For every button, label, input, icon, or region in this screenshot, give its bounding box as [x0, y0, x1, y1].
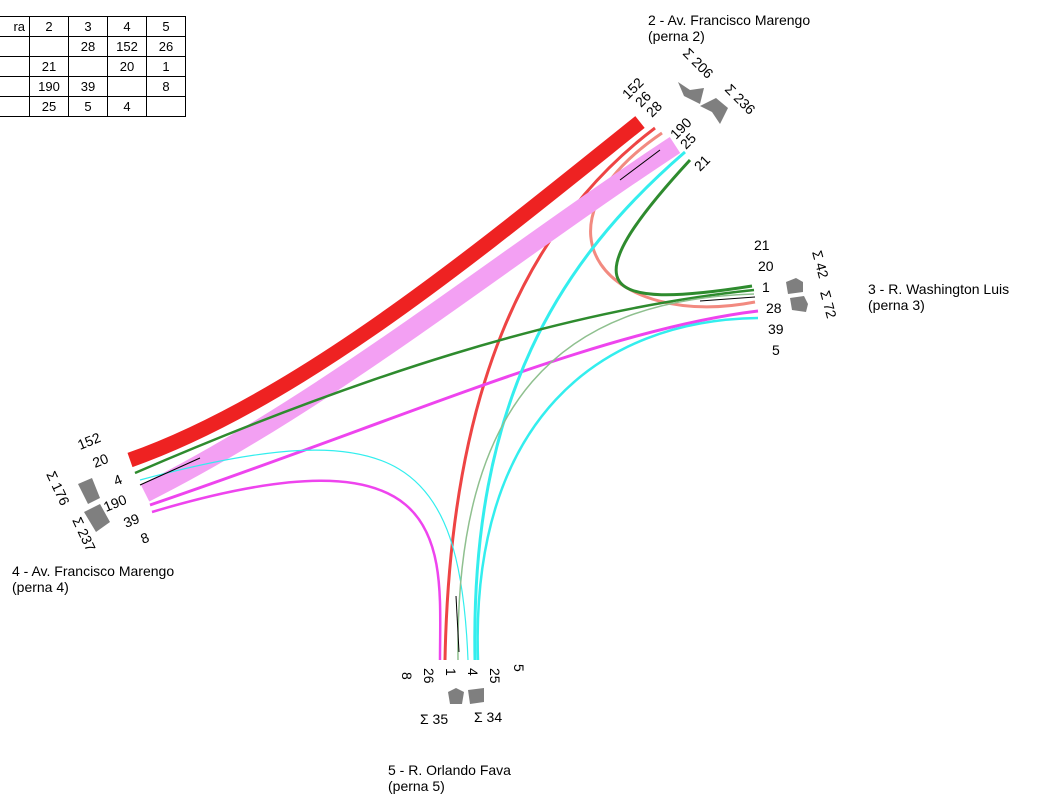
- leg3-name: 3 - R. Washington Luis (perna 3): [868, 281, 1009, 313]
- leg5-name: 5 - R. Orlando Fava (perna 5): [388, 762, 511, 794]
- flow-2-to-4: [127, 116, 645, 468]
- leg3-flow: 5: [772, 342, 780, 358]
- arrow-out-2: [700, 98, 728, 124]
- leg5-flow: 25: [487, 668, 503, 684]
- leg4-name: 4 - Av. Francisco Marengo (perna 4): [12, 563, 174, 595]
- leg5-sum-in: Σ 34: [474, 709, 502, 725]
- leg3-flow: 21: [754, 237, 770, 253]
- leg2-name: 2 - Av. Francisco Marengo (perna 2): [648, 12, 810, 44]
- od-matrix: ra 2 3 4 5 28 152 26 21 20 1 190 39 8: [0, 16, 186, 117]
- leg3-flow: 20: [758, 258, 774, 274]
- matrix-row: 25 5 4: [0, 96, 186, 117]
- leg3-sum-out: Σ 42: [809, 249, 832, 281]
- arrow-out-5: [468, 688, 484, 704]
- arrow-out-3: [790, 296, 808, 312]
- matrix-cell: 152: [107, 36, 147, 57]
- matrix-row: 21 20 1: [0, 56, 186, 77]
- flow-3-to-5: [457, 293, 755, 661]
- flow-2-to-3: [589, 131, 756, 309]
- leg2-subtitle: (perna 2): [648, 28, 705, 44]
- leg3-subtitle: (perna 3): [868, 297, 925, 313]
- lane-tick: [699, 296, 756, 302]
- flow-4-to-3: [149, 309, 759, 507]
- leg4-flow: 20: [90, 450, 111, 471]
- leg4-subtitle: (perna 4): [12, 579, 69, 595]
- leg2-sum-out: Σ 206: [680, 45, 717, 82]
- leg3-labels: 21 20 1 28 39 5 Σ 42 Σ 72: [754, 237, 840, 358]
- leg4-flow: 152: [75, 429, 103, 453]
- leg4-flow: 4: [111, 471, 124, 489]
- leg4-sum-out: Σ 176: [43, 469, 73, 508]
- lane-tick: [139, 457, 201, 486]
- leg2-title: 2 - Av. Francisco Marengo: [648, 12, 811, 28]
- arrow-out-4: [84, 504, 110, 532]
- leg5-title: 5 - R. Orlando Fava: [388, 762, 511, 778]
- leg4-title: 4 - Av. Francisco Marengo: [12, 563, 175, 579]
- leg3-title: 3 - R. Washington Luis: [868, 281, 1010, 297]
- arrow-in-5: [448, 688, 464, 704]
- flow-2-to-5: [443, 126, 656, 661]
- arrow-in-4: [78, 478, 100, 504]
- leg5-flow: 1: [443, 668, 459, 676]
- leg2-sum-in: Σ 236: [722, 81, 759, 118]
- flow-3-to-2: [614, 158, 753, 297]
- leg5-flow: 8: [399, 672, 415, 680]
- lane-tick: [619, 149, 661, 181]
- leg5-labels: 8 26 1 4 25 5 Σ 35 Σ 34: [399, 664, 527, 727]
- matrix-cell: 25: [29, 96, 69, 117]
- matrix-cell: 39: [68, 76, 108, 97]
- flow-5-to-2: [473, 150, 686, 661]
- leg4-flow: 190: [101, 491, 129, 515]
- leg2-flow: 21: [691, 152, 713, 174]
- leg5-subtitle: (perna 5): [388, 778, 445, 794]
- flow-5-to-3: [476, 316, 759, 661]
- leg5-flow: 5: [511, 664, 527, 672]
- matrix-cell: 5: [68, 96, 108, 117]
- leg4-flow: 39: [121, 510, 142, 531]
- leg4-flow: 8: [138, 529, 151, 547]
- leg3-flow: 1: [762, 279, 770, 295]
- flow-3-to-4: [134, 288, 755, 475]
- leg5-flow: 26: [421, 668, 437, 684]
- leg5-flow: 4: [465, 668, 481, 676]
- leg5-sum-out: Σ 35: [420, 711, 448, 727]
- flow-4-to-5: [151, 479, 442, 661]
- leg2-labels: 152 26 28 190 25 21 Σ 206 Σ 236: [619, 45, 759, 174]
- lane-tick: [455, 595, 460, 653]
- leg3-flow: 39: [768, 321, 784, 337]
- arrow-in-2: [678, 82, 704, 104]
- matrix-cell: [146, 96, 186, 117]
- leg3-flow: 28: [766, 300, 782, 316]
- arrow-in-3: [786, 278, 803, 294]
- leg3-sum-in: Σ 72: [817, 289, 840, 321]
- flow-4-to-2: [140, 137, 681, 502]
